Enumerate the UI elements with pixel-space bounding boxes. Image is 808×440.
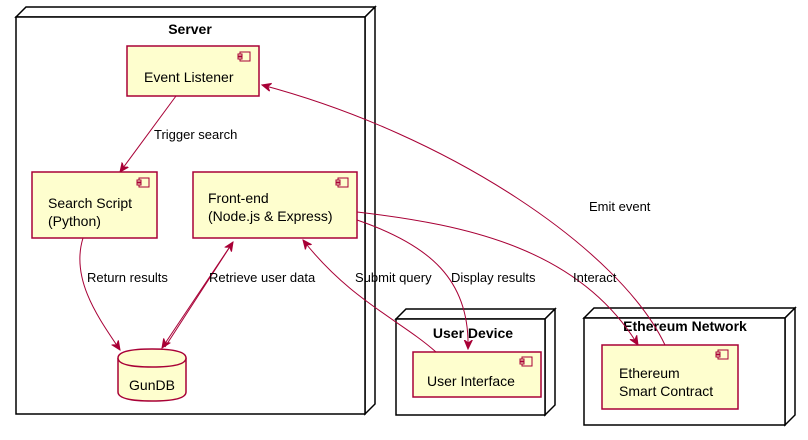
component-label: (Node.js & Express) (208, 208, 332, 224)
label-return-results: Return results (87, 270, 168, 285)
edge-emit-event (262, 85, 666, 346)
component-label: Event Listener (144, 69, 234, 85)
component-label: Front-end (208, 190, 269, 206)
label-emit-event: Emit event (589, 199, 651, 214)
label-interact: Interact (573, 270, 617, 285)
database-gundb[interactable]: GunDB (117, 348, 187, 402)
edge-return-results (79, 237, 120, 350)
edge-submit-query (303, 240, 437, 353)
edge-display-results (356, 219, 468, 349)
edge-interact (356, 211, 638, 345)
component-label: Ethereum (619, 365, 680, 381)
node-ethereum-network-title: Ethereum Network (623, 318, 747, 334)
component-label: Search Script (48, 195, 132, 211)
component-smart-contract[interactable]: Ethereum Smart Contract (601, 344, 739, 410)
edges (79, 85, 666, 353)
component-label: GunDB (129, 377, 175, 393)
component-label: Smart Contract (619, 383, 713, 399)
node-user-device-title: User Device (433, 325, 513, 341)
label-retrieve-user-data: Retrieve user data (209, 270, 316, 285)
node-server-title: Server (168, 21, 212, 37)
component-event-listener[interactable]: Event Listener (126, 45, 260, 97)
label-trigger-search: Trigger search (154, 127, 237, 142)
label-submit-query: Submit query (355, 270, 432, 285)
component-frontend[interactable]: Front-end (Node.js & Express) (192, 171, 358, 239)
component-user-interface[interactable]: User Interface (412, 351, 542, 398)
label-display-results: Display results (451, 270, 536, 285)
edge-trigger-search (120, 95, 177, 172)
component-label: (Python) (48, 213, 101, 229)
component-search-script[interactable]: Search Script (Python) (31, 171, 158, 239)
component-label: User Interface (427, 373, 515, 389)
